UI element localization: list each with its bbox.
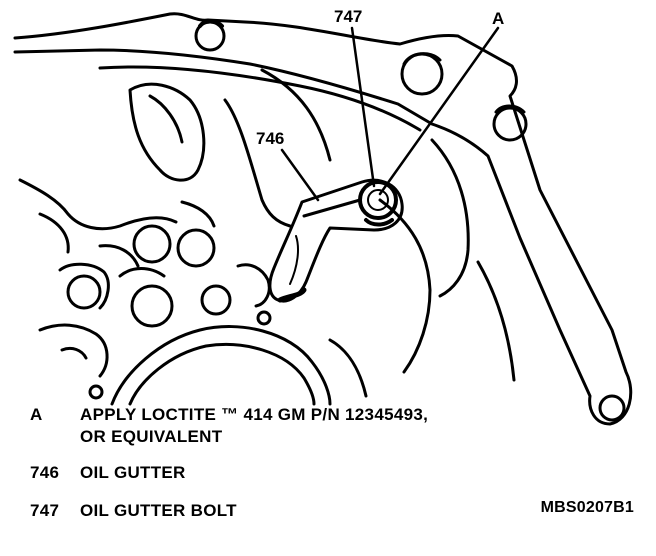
leader-747: [350, 26, 376, 188]
center-rib: [223, 98, 292, 228]
port-4: [130, 284, 174, 328]
port-2: [176, 228, 216, 268]
port-1: [132, 224, 172, 264]
flange-bolt-hole-3: [492, 106, 528, 142]
main-bore: [110, 325, 332, 406]
case-flange-outline: [13, 12, 633, 426]
flange-inner-edge: [98, 65, 422, 132]
callout-746-label: 746: [256, 129, 284, 148]
legend-line: OR EQUIVALENT: [80, 427, 223, 446]
upper-cavity: [128, 82, 206, 182]
callout-a-label: A: [492, 9, 504, 28]
oil-gutter: [268, 178, 404, 303]
port-3: [66, 274, 102, 310]
legend-line: OIL GUTTER: [80, 463, 186, 482]
legend-line: OIL GUTTER BOLT: [80, 501, 237, 520]
leader-746: [280, 148, 320, 202]
leader-a: [378, 26, 500, 196]
port-6: [256, 310, 272, 326]
port-5: [200, 284, 232, 316]
legend-text: OIL GUTTER BOLT: [80, 500, 237, 522]
legend-text: APPLY LOCTITE ™ 414 GM P/N 12345493, OR …: [80, 404, 428, 448]
legend-key: A: [30, 405, 43, 424]
legend-key: 746: [30, 463, 60, 482]
figure-id: MBS0207B1: [540, 499, 634, 516]
small-hole-bottom: [88, 384, 104, 400]
right-web: [430, 138, 470, 298]
flange-bolt-hole-4: [598, 394, 626, 422]
oil-gutter-bolt-head: [358, 180, 398, 220]
callout-747-label: 747: [334, 7, 362, 26]
legend-text: OIL GUTTER: [80, 462, 186, 484]
legend-line: APPLY LOCTITE ™ 414 GM P/N 12345493,: [80, 405, 429, 424]
left-mid-web: [18, 178, 178, 231]
legend-key: 747: [30, 501, 60, 520]
